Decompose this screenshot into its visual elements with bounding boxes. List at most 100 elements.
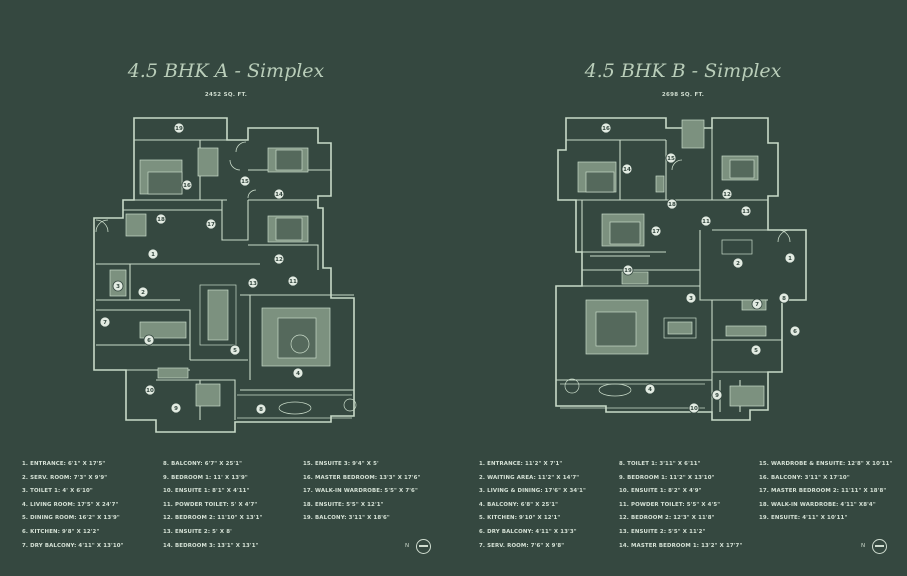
room-badge: 11 <box>287 275 299 287</box>
room-badge: 3 <box>685 292 697 304</box>
room-number: 14 <box>275 192 283 198</box>
compass-icon <box>872 539 887 554</box>
legend-item: 13. ENSUITE 2: 5' X 8' <box>163 528 232 535</box>
legend-item: 15. WARDROBE & ENSUITE: 12'8" X 10'11" <box>759 461 893 467</box>
room-badge: 18 <box>155 213 167 225</box>
legend-item: 18. ENSUITE: 5'5" X 12'1" <box>303 501 384 508</box>
room-badge: 13 <box>740 205 752 217</box>
room-badge: 12 <box>273 253 285 265</box>
room-number: 17 <box>207 222 215 228</box>
legend-item: 2. SERV. ROOM: 7'3" X 9'9" <box>22 474 108 481</box>
legend-item: 7. SERV. ROOM: 7'6" X 9'8" <box>479 542 565 549</box>
room-badge: 1 <box>784 252 796 264</box>
room-number: 11 <box>702 219 710 225</box>
room-number: 19 <box>175 126 183 132</box>
room-badge: 18 <box>666 198 678 210</box>
legend-item: 6. DRY BALCONY: 4'11" X 13'3" <box>479 528 577 535</box>
room-number: 13 <box>742 209 750 215</box>
legend-a-col-3: 15. ENSUITE 3: 9'4" X 5' 16. MASTER BEDR… <box>303 458 421 526</box>
legend-item: 6. KITCHEN: 9'8" X 12'2" <box>22 528 100 535</box>
room-number: 3 <box>689 296 693 302</box>
legend-item: 9. BEDROOM 1: 11'2" X 13'10" <box>619 474 715 481</box>
room-badge: 1 <box>147 248 159 260</box>
legend-item: 1. ENTRANCE: 11'2" X 7'1" <box>479 461 563 467</box>
room-number: 11 <box>289 279 297 285</box>
room-number: 3 <box>116 284 120 290</box>
room-number: 2 <box>141 290 145 296</box>
room-badge: 10 <box>144 384 156 396</box>
room-badge: 6 <box>789 325 801 337</box>
legend-b-col-2: 8. TOILET 1: 3'11" X 6'11" 9. BEDROOM 1:… <box>619 458 742 553</box>
room-badge: 15 <box>239 175 251 187</box>
legend-item: 4. LIVING ROOM: 17'5" X 24'7" <box>22 501 119 508</box>
room-number: 1 <box>788 256 792 262</box>
room-badge: 16 <box>181 179 193 191</box>
legend-item: 19. ENSUITE: 4'11" X 10'11" <box>759 515 848 522</box>
legend-item: 17. WALK-IN WARDROBE: 5'5" X 7'6" <box>303 488 418 495</box>
legend-item: 18. WALK-IN WARDROBE: 4'11" X8'4" <box>759 501 876 508</box>
room-badge: 19 <box>622 264 634 276</box>
room-number: 4 <box>648 387 652 393</box>
legend-item: 3. TOILET 1: 4' X 6'10" <box>22 488 93 495</box>
north-label-a: N <box>405 543 410 549</box>
legend-item: 2. WAITING AREA: 11'2" X 14'7" <box>479 474 580 481</box>
legend-item: 12. BEDROOM 2: 11'10" X 13'1" <box>163 515 263 522</box>
floor-plan-a <box>93 117 357 433</box>
room-number: 16 <box>602 126 610 132</box>
legend-item: 8. TOILET 1: 3'11" X 6'11" <box>619 461 701 467</box>
room-badge: 9 <box>711 389 723 401</box>
room-number: 10 <box>146 388 154 394</box>
room-number: 12 <box>723 192 731 198</box>
room-number: 7 <box>755 302 759 308</box>
legend-item: 8. BALCONY: 6'7" X 25'1" <box>163 461 243 467</box>
legend-item: 3. LIVING & DINING: 17'6" X 34'1" <box>479 488 586 495</box>
compass-icon <box>416 539 431 554</box>
room-badge: 10 <box>688 402 700 414</box>
room-number: 5 <box>754 348 758 354</box>
room-number: 6 <box>793 329 797 335</box>
room-badge: 8 <box>778 292 790 304</box>
legend-a-col-1: 1. ENTRANCE: 6'1" X 17'5" 2. SERV. ROOM:… <box>22 458 124 553</box>
room-number: 12 <box>275 257 283 263</box>
room-number: 14 <box>623 167 631 173</box>
legend-a-col-2: 8. BALCONY: 6'7" X 25'1" 9. BEDROOM 1: 1… <box>163 458 262 553</box>
legend-item: 1. ENTRANCE: 6'1" X 17'5" <box>22 461 106 467</box>
legend-item: 14. MASTER BEDROOM 1: 13'2" X 17'7" <box>619 542 743 549</box>
legend-item: 5. DINING ROOM: 16'2" X 13'9" <box>22 515 120 522</box>
legend-item: 11. POWDER TOILET: 5' X 4'7" <box>163 501 258 508</box>
legend-item: 13. ENSUITE 2: 5'5" X 11'2" <box>619 528 706 535</box>
room-badge: 5 <box>750 344 762 356</box>
north-label-b: N <box>861 543 866 549</box>
plan-b-area: 2698 SQ. FT. <box>661 92 705 98</box>
room-badge: 4 <box>292 367 304 379</box>
legend-item: 7. DRY BALCONY: 4'11" X 13'10" <box>22 542 124 549</box>
room-badge: 7 <box>751 298 763 310</box>
room-number: 10 <box>690 406 698 412</box>
plan-a-title: 4.5 BHK A - Simplex <box>127 60 325 82</box>
room-number: 19 <box>624 268 632 274</box>
room-badge: 11 <box>700 215 712 227</box>
room-number: 13 <box>249 281 257 287</box>
room-badge: 15 <box>665 152 677 164</box>
room-badge: 14 <box>273 188 285 200</box>
room-number: 15 <box>667 156 675 162</box>
legend-item: 9. BEDROOM 1: 11' X 13'9" <box>163 474 248 481</box>
room-number: 2 <box>736 261 740 267</box>
room-number: 7 <box>103 320 107 326</box>
room-badge: 5 <box>229 344 241 356</box>
room-number: 4 <box>296 371 300 377</box>
room-number: 5 <box>233 348 237 354</box>
room-badge: 12 <box>721 188 733 200</box>
room-badge: 17 <box>650 225 662 237</box>
legend-item: 12. BEDROOM 2: 12'3" X 11'8" <box>619 515 715 522</box>
room-badge: 4 <box>644 383 656 395</box>
legend-item: 14. BEDROOM 3: 13'1" X 13'1" <box>163 542 259 549</box>
legend-item: 17. MASTER BEDROOM 2: 11'11" X 18'8" <box>759 488 887 495</box>
room-number: 18 <box>157 217 165 223</box>
floor-plan-b <box>555 117 807 421</box>
room-number: 9 <box>715 393 719 399</box>
room-badge: 7 <box>99 316 111 328</box>
room-badge: 13 <box>247 277 259 289</box>
room-badge: 19 <box>173 122 185 134</box>
